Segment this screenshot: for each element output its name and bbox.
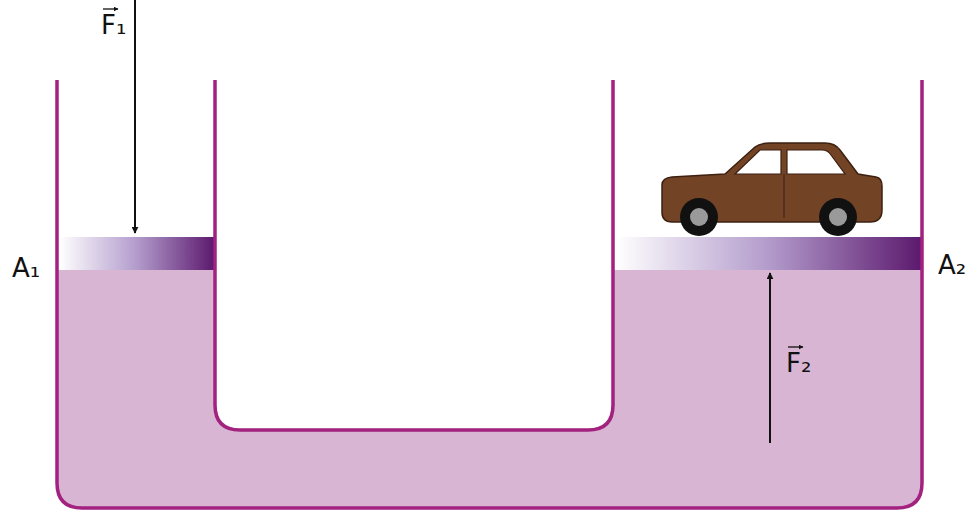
force-label: F₂ bbox=[786, 350, 811, 376]
vector-mark bbox=[103, 8, 118, 9]
large-piston bbox=[615, 237, 921, 270]
vessel-outer-wall bbox=[57, 80, 922, 508]
force-label: F₁ bbox=[101, 12, 126, 38]
force-arrow bbox=[134, 0, 136, 233]
area-label: A₁ bbox=[12, 255, 40, 281]
fluid bbox=[57, 270, 922, 508]
vessel-inner-wall bbox=[215, 80, 613, 430]
vector-mark bbox=[788, 346, 803, 347]
force-arrow bbox=[769, 273, 771, 443]
area-label: A₂ bbox=[938, 252, 966, 278]
small-piston bbox=[59, 237, 214, 270]
car bbox=[662, 143, 882, 236]
